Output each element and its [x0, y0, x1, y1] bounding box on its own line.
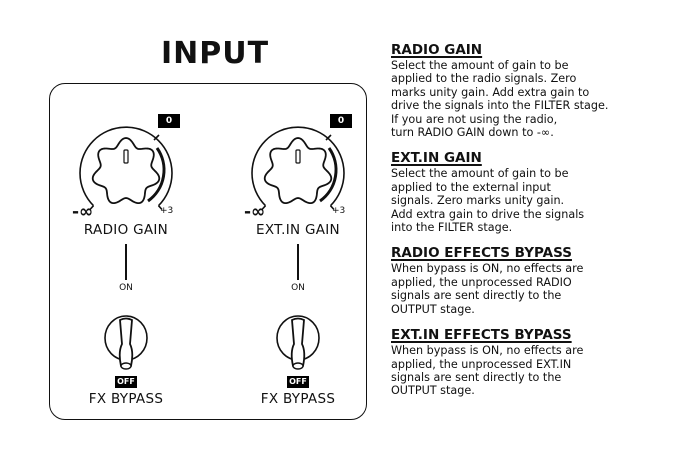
help-line: If you are not using the radio,	[391, 112, 558, 126]
help-line: applied, the unprocessed EXT.IN	[391, 357, 572, 371]
help-body: Select the amount of gain to be applied …	[391, 167, 681, 234]
help-line: Select the amount of gain to be	[391, 59, 569, 72]
ext-in-gain-label: EXT.IN GAIN	[256, 222, 340, 238]
help-line: When bypass is ON, no effects are	[391, 262, 584, 276]
radio-fx-bypass-state: OFF	[115, 376, 137, 388]
radio-gain-knob-icon[interactable]	[76, 122, 176, 222]
help-line: OUTPUT stage.	[391, 384, 475, 398]
ext-in-fx-on-label: ON	[291, 283, 305, 293]
ext-in-fx-bypass-toggle-switch-icon[interactable]	[273, 314, 323, 374]
help-line: applied to the external input	[391, 180, 551, 194]
help-line: OUTPUT stage.	[391, 302, 475, 316]
help-line: into the FILTER stage.	[391, 221, 513, 235]
help-line: Add extra gain to drive the signals	[391, 207, 585, 221]
radio-fx-bypass-toggle-switch-icon[interactable]	[101, 314, 151, 374]
radio-fx-on-label: ON	[119, 283, 133, 293]
ext-in-gain-max-label: +3	[332, 206, 346, 216]
input-panel: 0 -∞ +3 RADIO GAIN 0 -∞ +3 EXT.IN GAIN O…	[49, 83, 367, 420]
help-body: When bypass is ON, no effects are applie…	[391, 262, 681, 316]
radio-gain-max-label: +3	[160, 206, 174, 216]
ext-in-gain-zero-marker: 0	[330, 114, 352, 128]
connector-line	[297, 244, 299, 280]
help-text-column: RADIO GAIN Select the amount of gain to …	[391, 42, 681, 409]
ext-in-gain-min-label: -∞	[244, 202, 266, 222]
help-line: turn RADIO GAIN down to -∞.	[391, 126, 554, 140]
help-section-ext-in-effects-bypass: EXT.IN EFFECTS BYPASS When bypass is ON,…	[391, 327, 681, 398]
help-line: When bypass is ON, no effects are	[391, 344, 584, 358]
connector-line	[125, 244, 127, 280]
help-section-radio-gain: RADIO GAIN Select the amount of gain to …	[391, 42, 681, 139]
ext-in-fx-bypass-label: FX BYPASS	[260, 391, 336, 407]
help-line: signals are sent directly to the	[391, 289, 562, 303]
help-body: Select the amount of gain to be applied …	[391, 59, 681, 139]
ext-in-fx-bypass-state: OFF	[287, 376, 309, 388]
help-line: Select the amount of gain to be	[391, 167, 569, 181]
help-line: marks unity gain. Add extra gain to	[391, 85, 590, 99]
help-line: applied, the unprocessed RADIO	[391, 275, 572, 289]
help-line: signals. Zero marks unity gain.	[391, 194, 565, 208]
help-section-radio-effects-bypass: RADIO EFFECTS BYPASS When bypass is ON, …	[391, 245, 681, 316]
ext-in-gain-knob-icon[interactable]	[248, 122, 348, 222]
help-line: signals are sent directly to the	[391, 370, 562, 384]
help-section-ext-in-gain: EXT.IN GAIN Select the amount of gain to…	[391, 150, 681, 234]
panel-title: INPUT	[160, 36, 270, 71]
help-heading: RADIO GAIN	[391, 42, 483, 58]
help-heading: RADIO EFFECTS BYPASS	[391, 245, 572, 262]
radio-gain-zero-marker: 0	[158, 114, 180, 128]
help-line: applied to the radio signals. Zero	[391, 72, 577, 86]
radio-gain-min-label: -∞	[72, 202, 94, 222]
help-line: drive the signals into the FILTER stage.	[391, 99, 609, 113]
help-heading: EXT.IN GAIN	[391, 150, 482, 167]
help-heading: EXT.IN EFFECTS BYPASS	[391, 327, 572, 344]
radio-gain-label: RADIO GAIN	[83, 222, 169, 238]
radio-fx-bypass-label: FX BYPASS	[88, 391, 164, 407]
help-body: When bypass is ON, no effects are applie…	[391, 344, 681, 398]
